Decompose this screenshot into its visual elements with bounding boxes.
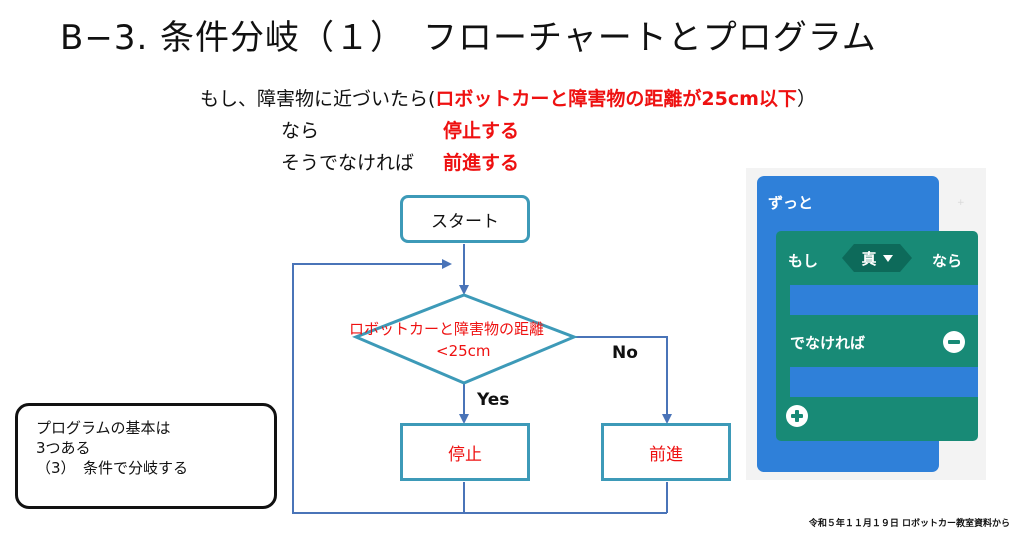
then-label: なら xyxy=(281,120,320,142)
note-box: プログラムの基本は 3つある （3） 条件で分岐する xyxy=(15,403,277,509)
else-slot[interactable] xyxy=(790,367,978,397)
grid-mark: + xyxy=(957,198,965,208)
no-label: No xyxy=(612,343,638,363)
if-block-spine-1 xyxy=(776,284,790,316)
plus-bar-v xyxy=(795,410,799,422)
note-line2: 3つある xyxy=(36,439,91,457)
condition-prefix: もし、障害物に近づいたら( xyxy=(200,88,436,110)
forward-process-label: 前進 xyxy=(649,444,683,465)
stop-process-label: 停止 xyxy=(448,444,482,465)
yes-label: Yes xyxy=(477,390,510,410)
decision-diamond xyxy=(352,293,579,385)
condition-suffix: ） xyxy=(796,88,816,110)
decision-label-line1: ロボットカーと障害物の距離 xyxy=(349,320,545,338)
start-node: スタート xyxy=(400,195,530,243)
if-label: もし xyxy=(788,252,819,270)
note-line3: （3） 条件で分岐する xyxy=(36,459,189,477)
dropdown-caret-icon xyxy=(883,255,893,262)
else-label: でなければ xyxy=(790,334,866,352)
start-label: スタート xyxy=(431,211,499,232)
arrow-no xyxy=(574,336,672,424)
minus-circle-icon[interactable] xyxy=(943,331,965,353)
minus-bar xyxy=(948,340,960,344)
if-block-spine-2 xyxy=(776,366,790,398)
condition-detail: ロボットカーと障害物の距離が25cm以下 xyxy=(435,88,797,110)
note-line1: プログラムの基本は xyxy=(36,419,171,437)
loop-back-line xyxy=(292,259,464,514)
forward-process-node: 前進 xyxy=(601,423,731,481)
then-action: 停止する xyxy=(443,120,520,142)
source-credit: 令和５年１１月１９日 ロボットカー教室資料から xyxy=(808,519,1010,529)
else-label: そうでなければ xyxy=(281,152,415,174)
then-slot[interactable] xyxy=(790,285,978,315)
plus-circle-icon[interactable] xyxy=(786,405,808,427)
if-block-footer xyxy=(776,397,978,441)
then-label: なら xyxy=(932,252,963,270)
boolean-dropdown[interactable]: 真 xyxy=(842,244,912,272)
stop-process-node: 停止 xyxy=(400,423,530,481)
page-title: B−3. 条件分岐（１） フローチャートとプログラム xyxy=(60,18,877,58)
else-action: 前進する xyxy=(443,152,520,174)
forever-label: ずっと xyxy=(768,194,814,212)
condition-sentence: もし、障害物に近づいたら(ロボットカーと障害物の距離が25cm以下） xyxy=(200,84,816,111)
decision-label-line2: <25cm xyxy=(436,342,491,360)
boolean-value: 真 xyxy=(861,249,877,268)
